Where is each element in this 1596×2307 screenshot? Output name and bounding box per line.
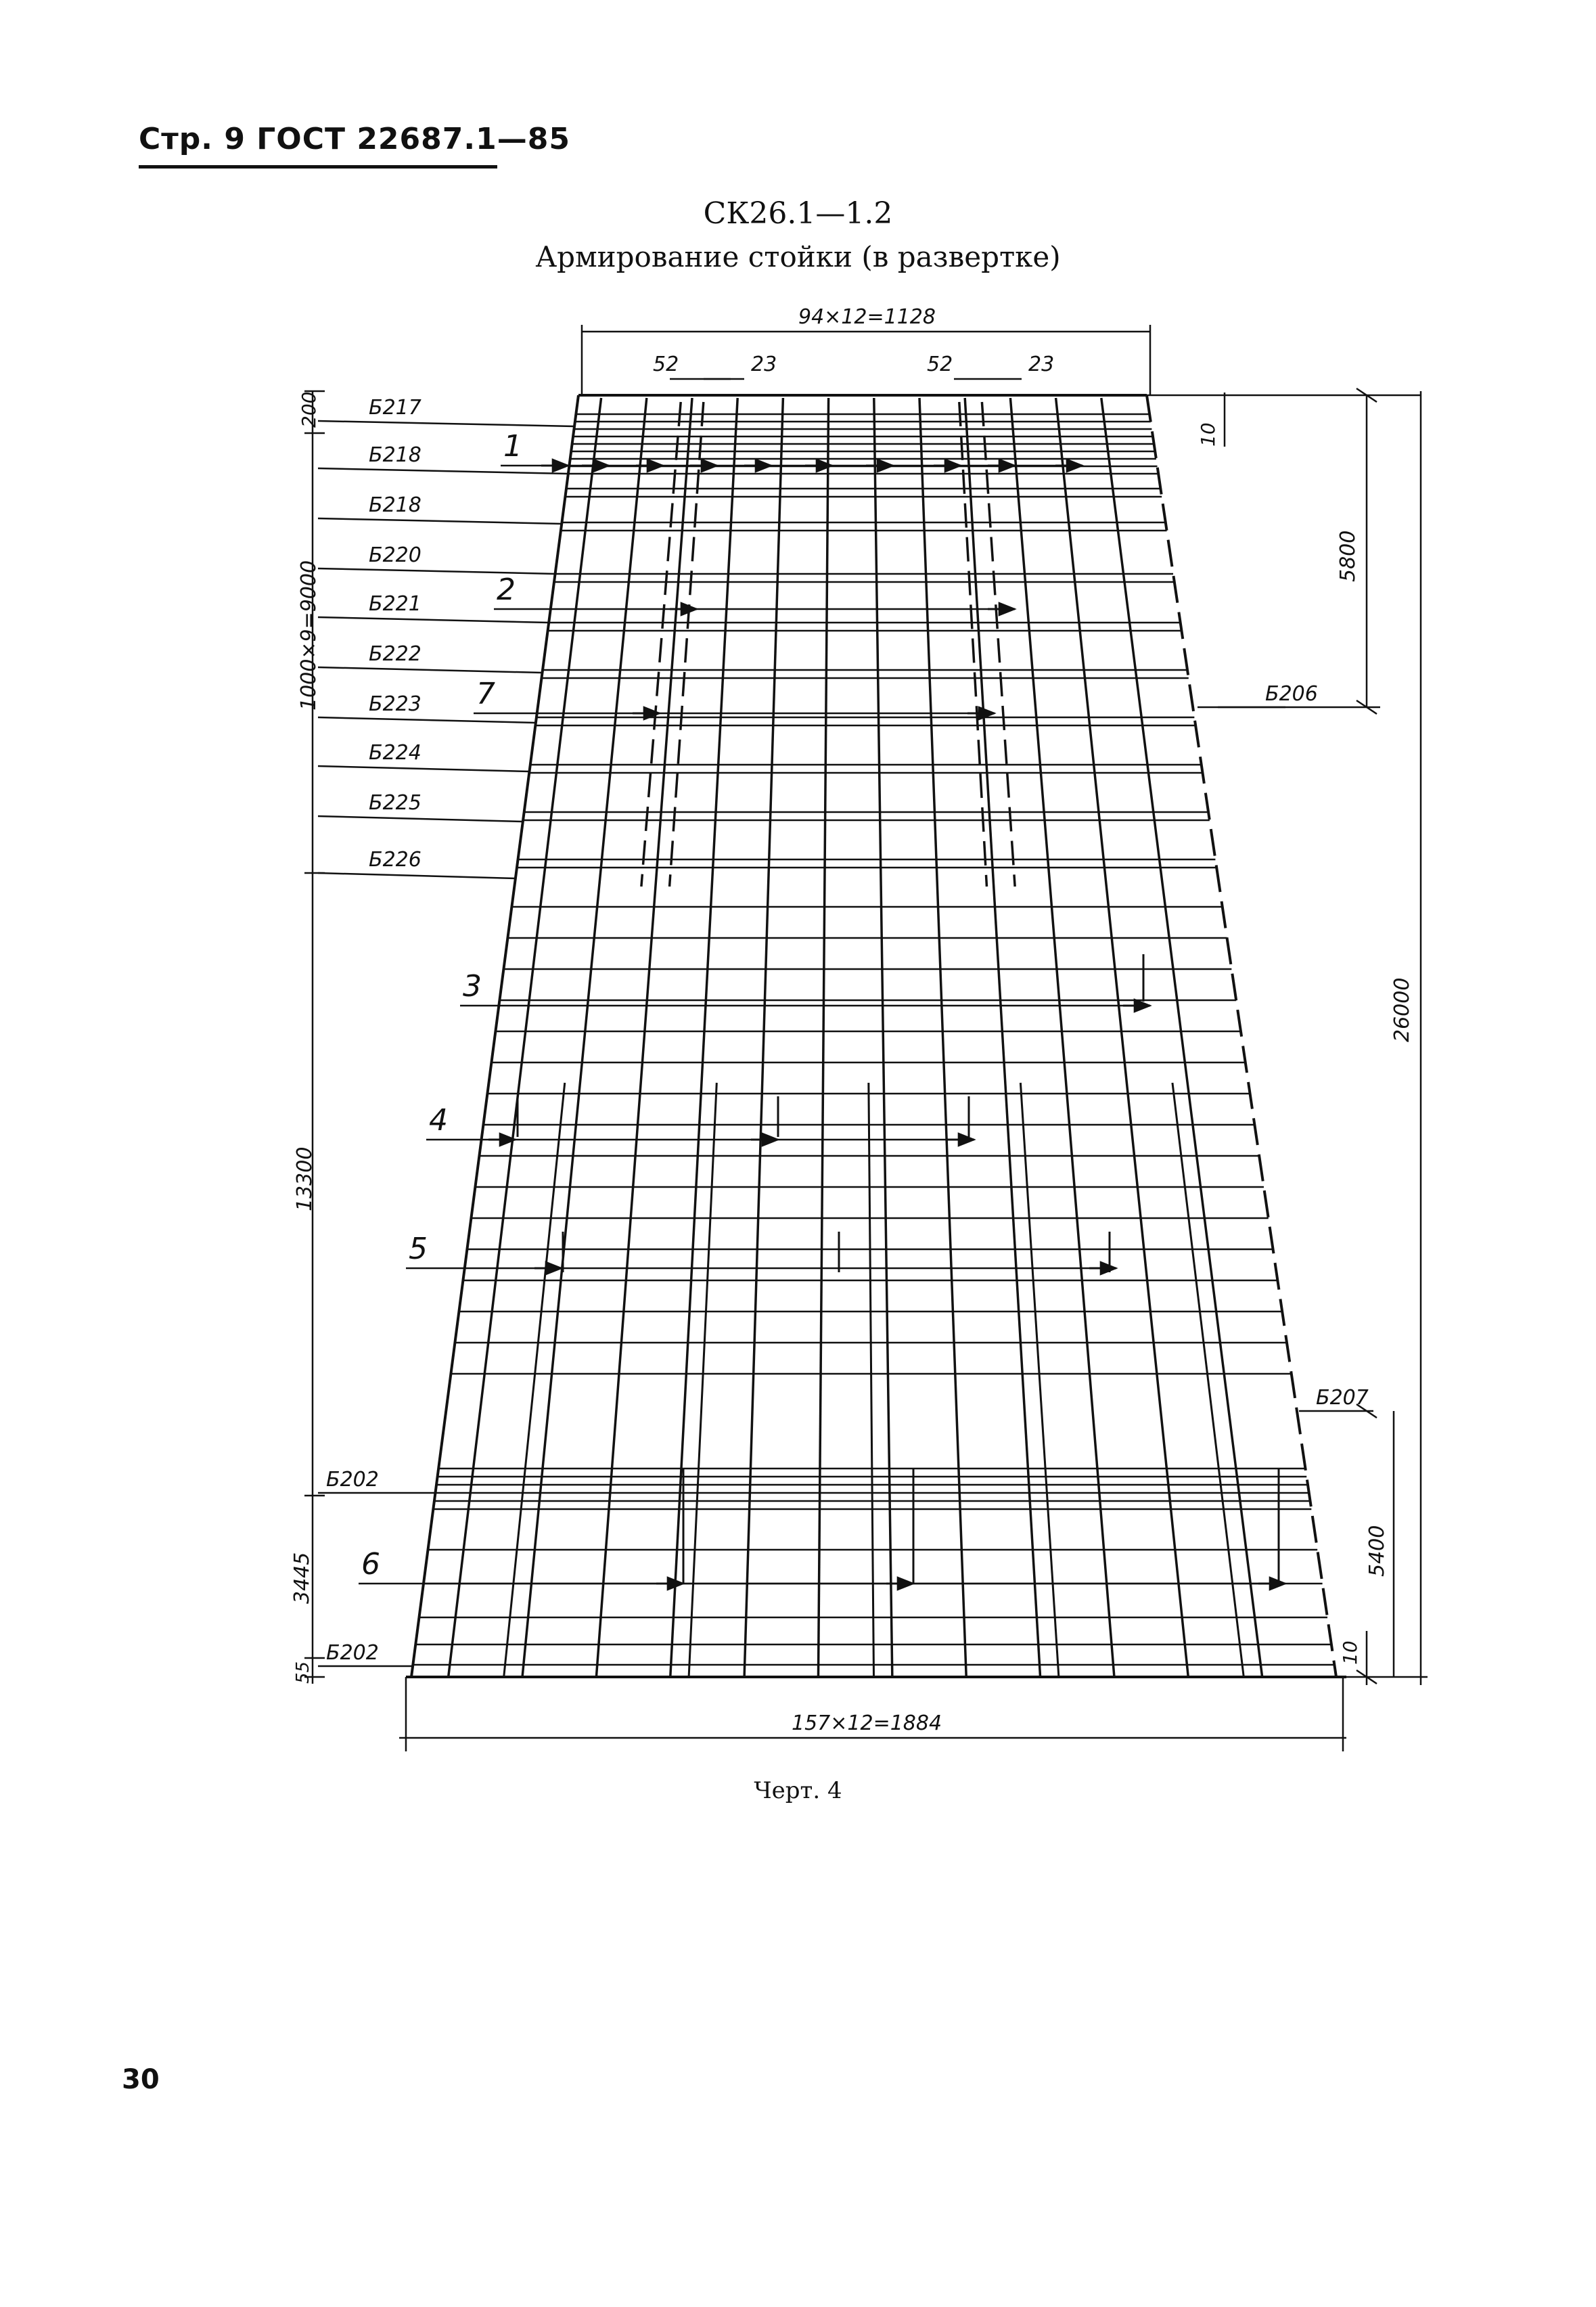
ring-leader (317, 716, 536, 724)
longitudinal-bar (1009, 397, 1116, 1678)
short-bar (687, 1082, 718, 1678)
bar-mark-label: 4 (429, 1103, 448, 1138)
longitudinal-bar (1054, 397, 1190, 1678)
dimension-label-left: 55 (293, 1661, 313, 1684)
dimension-tick (1356, 1403, 1377, 1419)
bar-mark-label: 6 (361, 1547, 380, 1582)
longitudinal-bar (873, 397, 894, 1678)
drawing-subtitle: Армирование стойки (в развертке) (535, 240, 1061, 273)
ring-label: Б218 (369, 443, 421, 467)
dashed-bar (640, 401, 682, 887)
longitudinal-bar (595, 397, 693, 1678)
dimension-label-right: 5400 (1365, 1525, 1389, 1577)
dimension-tick (1356, 699, 1377, 715)
ring-leader (317, 567, 555, 575)
dashed-bar (958, 401, 988, 887)
dimension-label: 52 (653, 353, 679, 376)
figure-caption: Черт. 4 (754, 1777, 842, 1804)
ring-label: Б224 (369, 741, 421, 765)
dimension-label: 23 (751, 353, 777, 376)
dimension-label-right: 10 (1197, 422, 1219, 447)
dimension-label-bottom: 157×12=1884 (792, 1711, 942, 1735)
ring-leader (317, 815, 523, 823)
bar-mark-label: 7 (476, 677, 495, 711)
bar-mark-label: 3 (463, 969, 482, 1004)
short-bar (1171, 1082, 1245, 1678)
bar-mark-label: 5 (409, 1232, 428, 1266)
ring-label: Б202 (326, 1641, 379, 1665)
dimension-label-left: 1000×9=9000 (297, 560, 321, 711)
dimension-tick (1356, 1669, 1377, 1685)
longitudinal-bar (918, 397, 967, 1678)
dimension-tick (1356, 387, 1377, 403)
ring-leader (317, 765, 530, 773)
dimension-label: 23 (1028, 353, 1054, 376)
short-bar (1019, 1082, 1060, 1678)
short-bar (867, 1082, 875, 1678)
ring-leader (317, 420, 575, 428)
bar-mark-label: 1 (503, 429, 522, 464)
dashed-bar (980, 401, 1016, 887)
page-number: 30 (122, 2064, 160, 2095)
ring-label: Б220 (369, 543, 421, 567)
page-header: Стр. 9 ГОСТ 22687.1—85 (139, 122, 570, 156)
short-bar (503, 1082, 566, 1678)
dimension-label-top: 94×12=1128 (798, 305, 936, 329)
ring-leader (317, 872, 516, 880)
dimension-label-right: 26000 (1390, 978, 1414, 1042)
dimension-label-right: 5800 (1336, 531, 1360, 582)
outline-right-edge (1145, 395, 1338, 1678)
ring-leader (317, 467, 568, 475)
dimension-label-left: 200 (298, 392, 320, 428)
ring-label: Б221 (369, 592, 421, 616)
header-rule (139, 165, 497, 169)
ring-label: Б225 (369, 791, 421, 815)
longitudinal-bar (669, 397, 739, 1678)
ring-label: Б207 (1316, 1386, 1369, 1410)
bar-mark-label: 2 (497, 573, 516, 607)
ring-leader (317, 666, 543, 674)
drawing-title: СК26.1—1.2 (703, 196, 893, 231)
longitudinal-bar (521, 397, 648, 1678)
ring-label: Б222 (369, 642, 421, 666)
dashed-bar (668, 401, 705, 887)
ring-leader (317, 616, 549, 624)
ring-label: Б202 (326, 1468, 379, 1492)
ring-label: Б206 (1265, 682, 1318, 706)
dimension-label: 52 (927, 353, 953, 376)
dimension-label-right: 10 (1339, 1640, 1361, 1665)
ring-label: Б217 (369, 396, 421, 420)
ring-label: Б223 (369, 692, 421, 716)
longitudinal-bar (1100, 397, 1264, 1678)
ring-label: Б218 (369, 493, 421, 517)
dimension-label-left: 3445 (290, 1552, 314, 1604)
longitudinal-bar (963, 397, 1042, 1678)
longitudinal-bar (817, 397, 830, 1678)
longitudinal-bar (743, 397, 785, 1678)
dimension-label-left: 13300 (293, 1147, 317, 1211)
ring-label: Б226 (369, 848, 421, 872)
ring-leader (317, 517, 562, 525)
longitudinal-bar (447, 397, 603, 1678)
